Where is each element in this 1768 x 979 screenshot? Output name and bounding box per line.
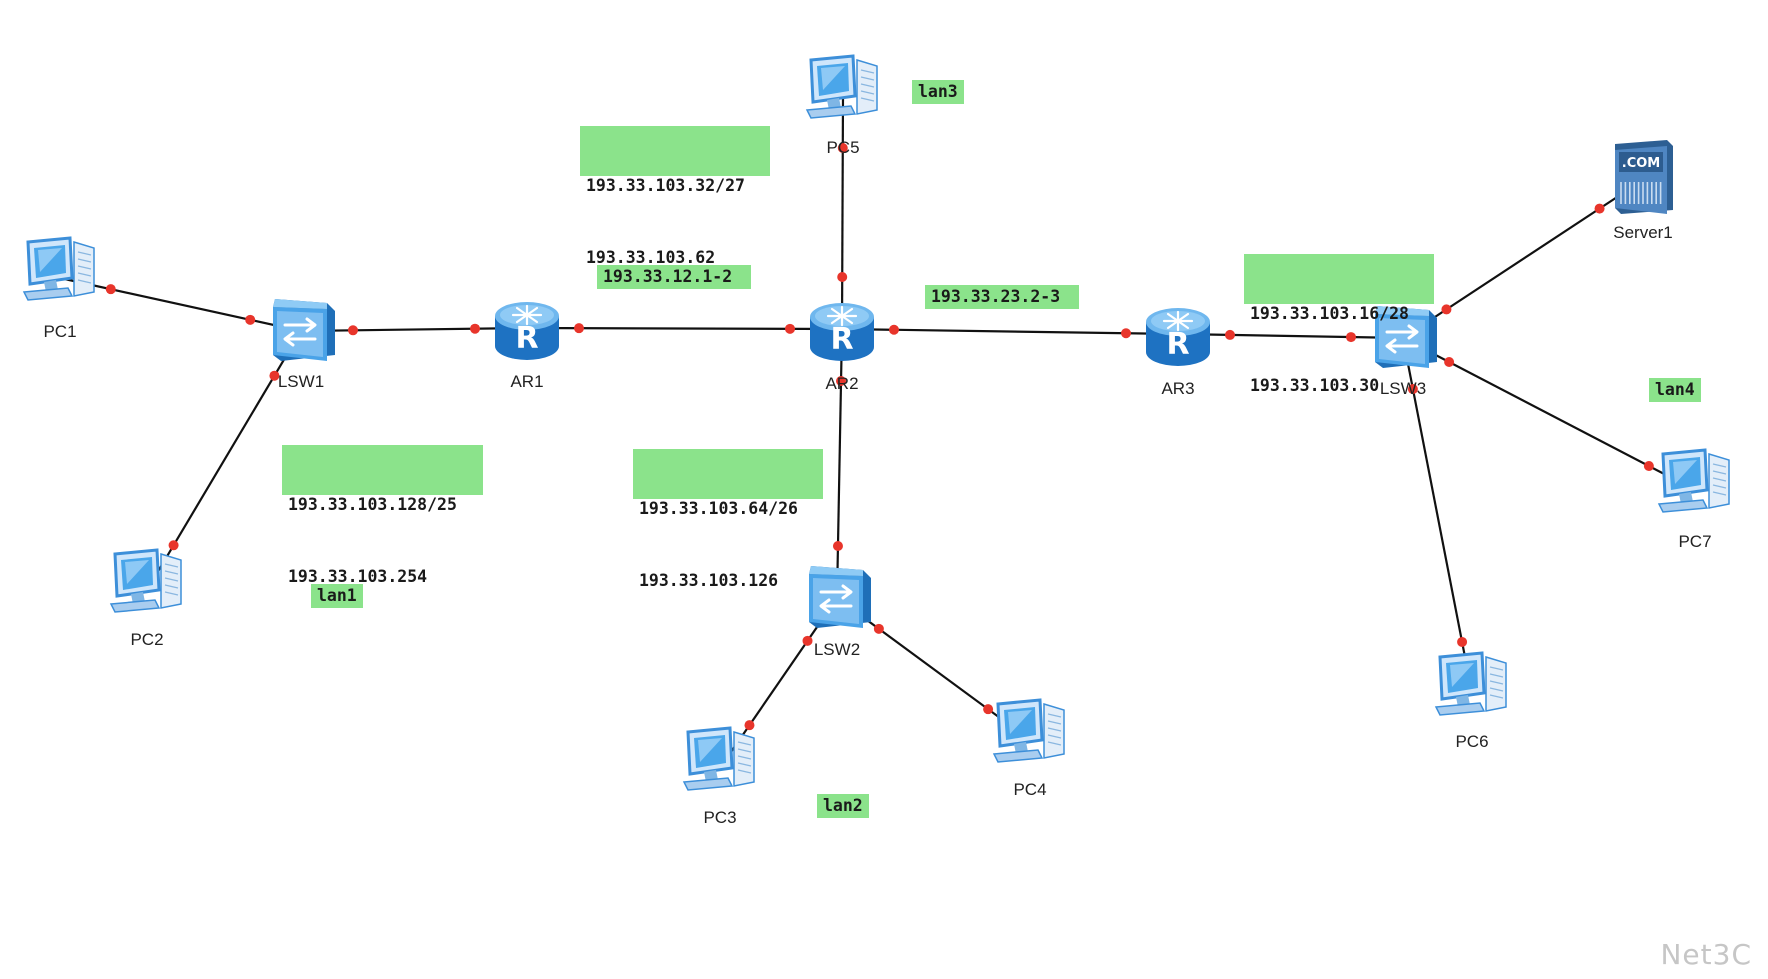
port-dot-lsw3 xyxy=(1444,357,1455,368)
port-dot-ar2 xyxy=(837,272,848,283)
ar2-ar3-link-note: 193.33.23.2-3 xyxy=(925,285,1079,309)
svg-text:R: R xyxy=(1166,327,1189,362)
svg-text:R: R xyxy=(515,321,538,356)
pc5-label: PC5 xyxy=(826,138,860,157)
ar1-ar2-link-note: 193.33.12.1-2 xyxy=(597,265,751,289)
port-dot-pc5 xyxy=(837,142,848,153)
ar3-label: AR3 xyxy=(1161,379,1195,398)
port-dot-ar2 xyxy=(785,323,796,334)
server-server1-icon[interactable]: .COM xyxy=(1615,140,1673,214)
switch-lsw3-icon[interactable] xyxy=(1375,306,1437,368)
link-ar2-lsw2 xyxy=(835,328,844,599)
port-dot-lsw1 xyxy=(269,370,280,381)
lan3-network-address: 193.33.103.32/27 xyxy=(586,176,745,195)
pc4-label: PC4 xyxy=(1013,780,1047,799)
port-dot-lsw3 xyxy=(1407,384,1418,395)
lan3-gateway-address: 193.33.103.62 xyxy=(586,248,716,267)
pc3-label: PC3 xyxy=(703,808,737,827)
lsw2-label: LSW2 xyxy=(813,640,861,659)
link-ar3-lsw3 xyxy=(1177,332,1404,340)
svg-text:.COM: .COM xyxy=(1622,156,1660,171)
ar1-label: AR1 xyxy=(510,372,544,391)
port-dot-ar2 xyxy=(888,324,899,335)
switch-lsw2-icon[interactable] xyxy=(809,566,871,628)
port-dot-ar3 xyxy=(1224,329,1235,340)
pc-pc6-icon[interactable] xyxy=(1434,651,1507,716)
lan2-network-address: 193.33.103.64/26 xyxy=(639,499,798,518)
port-dot-ar2 xyxy=(836,375,847,386)
switch-lsw1-icon[interactable] xyxy=(273,299,335,361)
port-dot-lsw1 xyxy=(347,325,358,336)
lsw3-label: LSW3 xyxy=(1379,379,1427,398)
port-dot-pc1 xyxy=(105,284,116,295)
lan3-network-note: 193.33.103.32/27 193.33.103.62 xyxy=(580,126,770,267)
port-dot-lsw1 xyxy=(245,314,256,325)
port-dot-ar3 xyxy=(1121,328,1132,339)
lan1-network-address: 193.33.103.128/25 xyxy=(288,495,457,514)
lan4-network-note: 193.33.103.16/28 193.33.103.30 xyxy=(1244,254,1434,395)
port-dot-lsw3 xyxy=(1346,332,1357,343)
pc1-label: PC1 xyxy=(43,322,77,341)
lan1-gateway-address: 193.33.103.254 xyxy=(288,567,428,586)
link-lsw3-pc6 xyxy=(1401,337,1474,694)
port-dot-pc6 xyxy=(1457,636,1468,647)
link-lsw1-ar1 xyxy=(300,326,528,333)
lan4-gateway-address: 193.33.103.30 xyxy=(1250,376,1380,395)
watermark: Net3C xyxy=(1660,938,1752,971)
pc-pc7-icon[interactable] xyxy=(1657,448,1730,513)
pc2-label: PC2 xyxy=(130,630,164,649)
lan4-network-address: 193.33.103.16/28 xyxy=(1250,304,1409,323)
port-dot-pc7 xyxy=(1643,460,1654,471)
port-dot-server1 xyxy=(1594,203,1605,214)
pc-pc1-icon[interactable] xyxy=(22,236,95,301)
link-pc1-lsw1 xyxy=(59,276,302,333)
lan2-tag: lan2 xyxy=(817,794,869,818)
router-ar2-icon[interactable]: R xyxy=(810,303,874,361)
lan1-tag: lan1 xyxy=(311,584,363,608)
link-ar2-pc5 xyxy=(840,95,845,330)
port-dot-lsw2 xyxy=(802,635,813,646)
pc-pc4-icon[interactable] xyxy=(992,698,1065,763)
router-ar3-icon[interactable]: R xyxy=(1146,308,1210,366)
port-dot-pc4 xyxy=(983,704,994,715)
ar2-label: AR2 xyxy=(825,374,859,393)
lan3-tag: lan3 xyxy=(912,80,964,104)
port-dot-pc3 xyxy=(744,720,755,731)
port-dot-lsw2 xyxy=(832,541,843,552)
pc-pc3-icon[interactable] xyxy=(682,726,755,791)
port-dot-lsw3 xyxy=(1441,304,1452,315)
port-dot-pc2 xyxy=(168,540,179,551)
pc-pc2-icon[interactable] xyxy=(109,548,182,613)
pc6-label: PC6 xyxy=(1455,732,1489,751)
port-dot-ar1 xyxy=(573,323,584,334)
lan2-gateway-address: 193.33.103.126 xyxy=(639,571,779,590)
port-dot-lsw2 xyxy=(873,623,884,634)
pc-pc5-icon[interactable] xyxy=(805,54,878,119)
port-dot-ar1 xyxy=(470,323,481,334)
lan4-tag: lan4 xyxy=(1649,378,1701,402)
lsw1-label: LSW1 xyxy=(277,372,325,391)
pc7-label: PC7 xyxy=(1678,532,1712,551)
lan1-network-note: 193.33.103.128/25 193.33.103.254 xyxy=(282,445,483,586)
server1-label: Server1 xyxy=(1613,223,1673,242)
router-ar1-icon[interactable]: R xyxy=(495,302,559,360)
svg-text:R: R xyxy=(830,322,853,357)
lan2-network-note: 193.33.103.64/26 193.33.103.126 xyxy=(633,449,823,590)
